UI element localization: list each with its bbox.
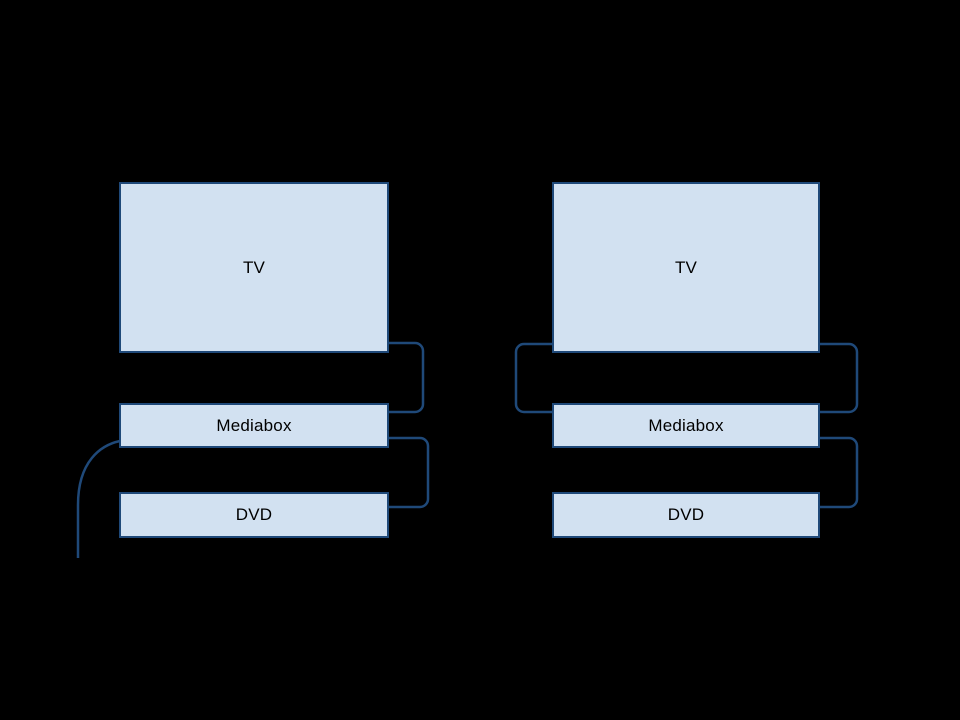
connector-right-tv-mediabox-right: [819, 342, 859, 414]
connector-left-mediabox-dvd-right: [388, 436, 430, 509]
dvd-box: DVD: [552, 492, 820, 538]
tv-label: TV: [674, 257, 698, 277]
dvd-box: DVD: [119, 492, 389, 538]
connector-left-mediabox-open-curve: [76, 439, 121, 558]
tv-box: TV: [552, 182, 820, 353]
dvd-label: DVD: [235, 505, 273, 524]
tv-box: TV: [119, 182, 389, 353]
mediabox-label: Mediabox: [216, 415, 292, 435]
connector-right-mediabox-dvd-right: [819, 436, 859, 509]
connector-left-tv-mediabox-right: [388, 341, 425, 414]
mediabox-box: Mediabox: [119, 403, 389, 448]
mediabox-box: Mediabox: [552, 403, 820, 448]
dvd-label: DVD: [667, 505, 705, 524]
mediabox-label: Mediabox: [648, 415, 724, 435]
connector-right-tv-mediabox-left: [514, 342, 553, 414]
tv-label: TV: [242, 257, 266, 277]
